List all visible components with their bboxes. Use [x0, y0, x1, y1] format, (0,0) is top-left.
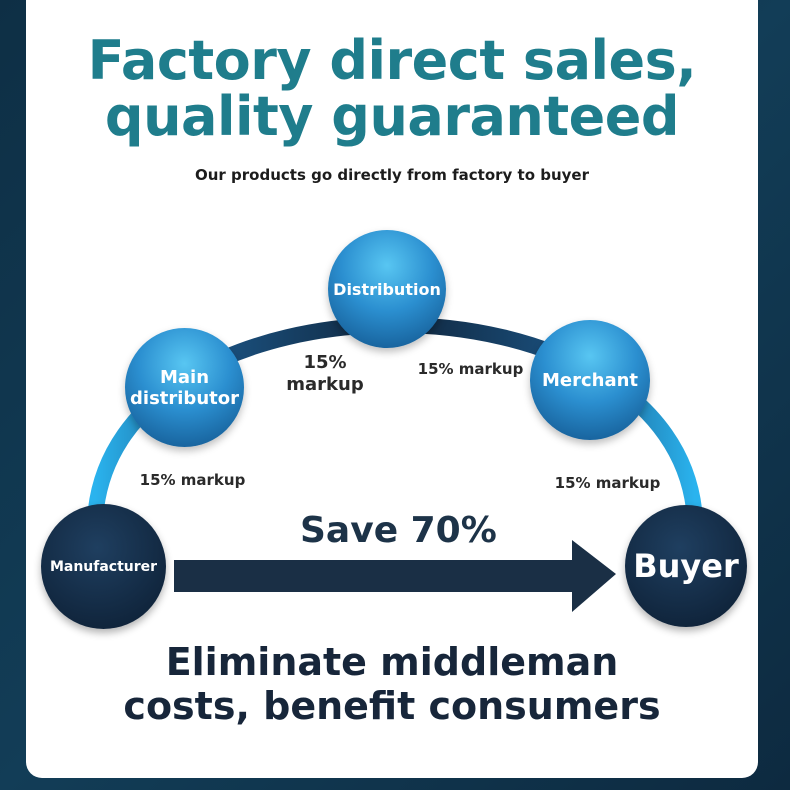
manufacturer-node: Manufacturer [41, 504, 166, 629]
markup-label-right-top: 15% markup [417, 360, 524, 378]
page-title-line1: Factory direct sales, [87, 29, 697, 92]
markup-label-center: 15% markup [270, 352, 380, 396]
main-distributor-label-line1: Main [159, 366, 210, 388]
merchant-node: Merchant [530, 320, 650, 440]
distribution-label: Distribution [333, 279, 441, 299]
markup-center-line2: markup [286, 374, 364, 395]
subtitle: Our products go directly from factory to… [195, 166, 589, 184]
footer-line1: Eliminate middleman [165, 640, 619, 684]
markup-label-right-bottom: 15% markup [554, 474, 661, 492]
buyer-label: Buyer [633, 547, 739, 585]
savings-label: Save 70% [300, 510, 497, 551]
direct-arrow [174, 540, 616, 612]
main-distributor-label-line2: distributor [130, 387, 239, 409]
merchant-label: Merchant [541, 369, 639, 391]
markup-label-left: 15% markup [139, 471, 246, 489]
page-title-line2: quality guaranteed [104, 85, 680, 148]
footer-line2: costs, benefit consumers [123, 684, 661, 728]
buyer-node: Buyer [625, 505, 747, 627]
manufacturer-label: Manufacturer [49, 558, 158, 575]
main-distributor-node: Main distributor [125, 328, 244, 447]
distribution-node: Distribution [328, 230, 446, 348]
markup-center-line1: 15% [303, 352, 347, 373]
